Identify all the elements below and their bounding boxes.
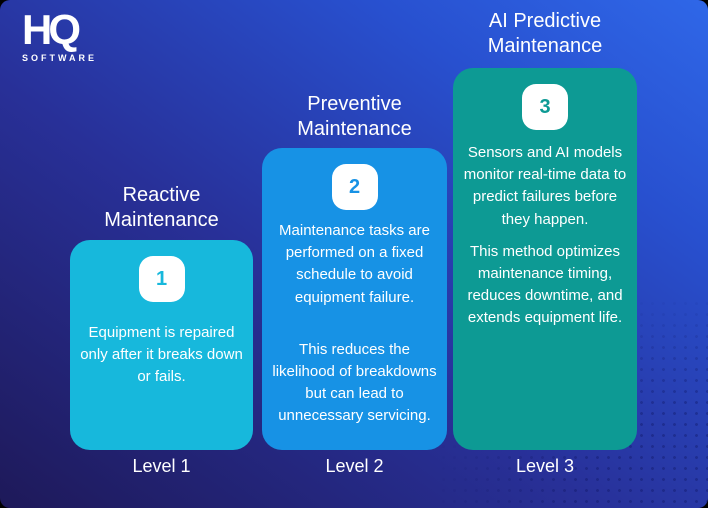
column-title-reactive: Reactive Maintenance [104,184,219,231]
level-number-3: 3 [539,95,551,118]
level-label-1: Level 1 [132,456,191,476]
level-label-2: Level 2 [325,456,384,476]
hq-software-logo: HQ SOFTWARE [22,6,97,64]
column-title-preventive: Preventive Maintenance [297,93,412,140]
card-text: This reduces the likelihood of breakdown… [272,340,437,425]
logo-subtext: SOFTWARE [22,53,97,63]
preventive-maintenance-card: 2 Maintenance tasks are performed on a f… [262,148,447,450]
card-text: This method optimizes maintenance timing… [467,242,623,327]
reactive-maintenance-card: 1 Equipment is repaired only after it br… [70,240,253,450]
level-label-3: Level 3 [515,456,575,476]
logo-text: HQ [22,6,81,53]
ai-predictive-maintenance-card: 3 Sensors and AI models monitor real-tim… [453,68,637,450]
number-badge-3: 3 [522,84,568,130]
level-number-1: 1 [155,267,168,290]
number-badge-1: 1 [138,256,185,302]
column-title-predictive: AI Predictive Maintenance [487,10,603,57]
column-ai-predictive-maintenance: AI Predictive Maintenance 3 Sensors and … [453,0,637,508]
card-text: Sensors and AI models monitor real-time … [463,144,627,228]
column-preventive-maintenance: Preventive Maintenance 2 Maintenance tas… [262,0,447,508]
card-text: Equipment is repaired only after it brea… [80,324,243,386]
level-number-2: 2 [348,175,361,198]
card-text: Maintenance tasks are performed on a fix… [279,222,430,306]
number-badge-2: 2 [331,164,378,210]
column-reactive-maintenance: Reactive Maintenance 1 Equipment is repa… [70,0,253,508]
